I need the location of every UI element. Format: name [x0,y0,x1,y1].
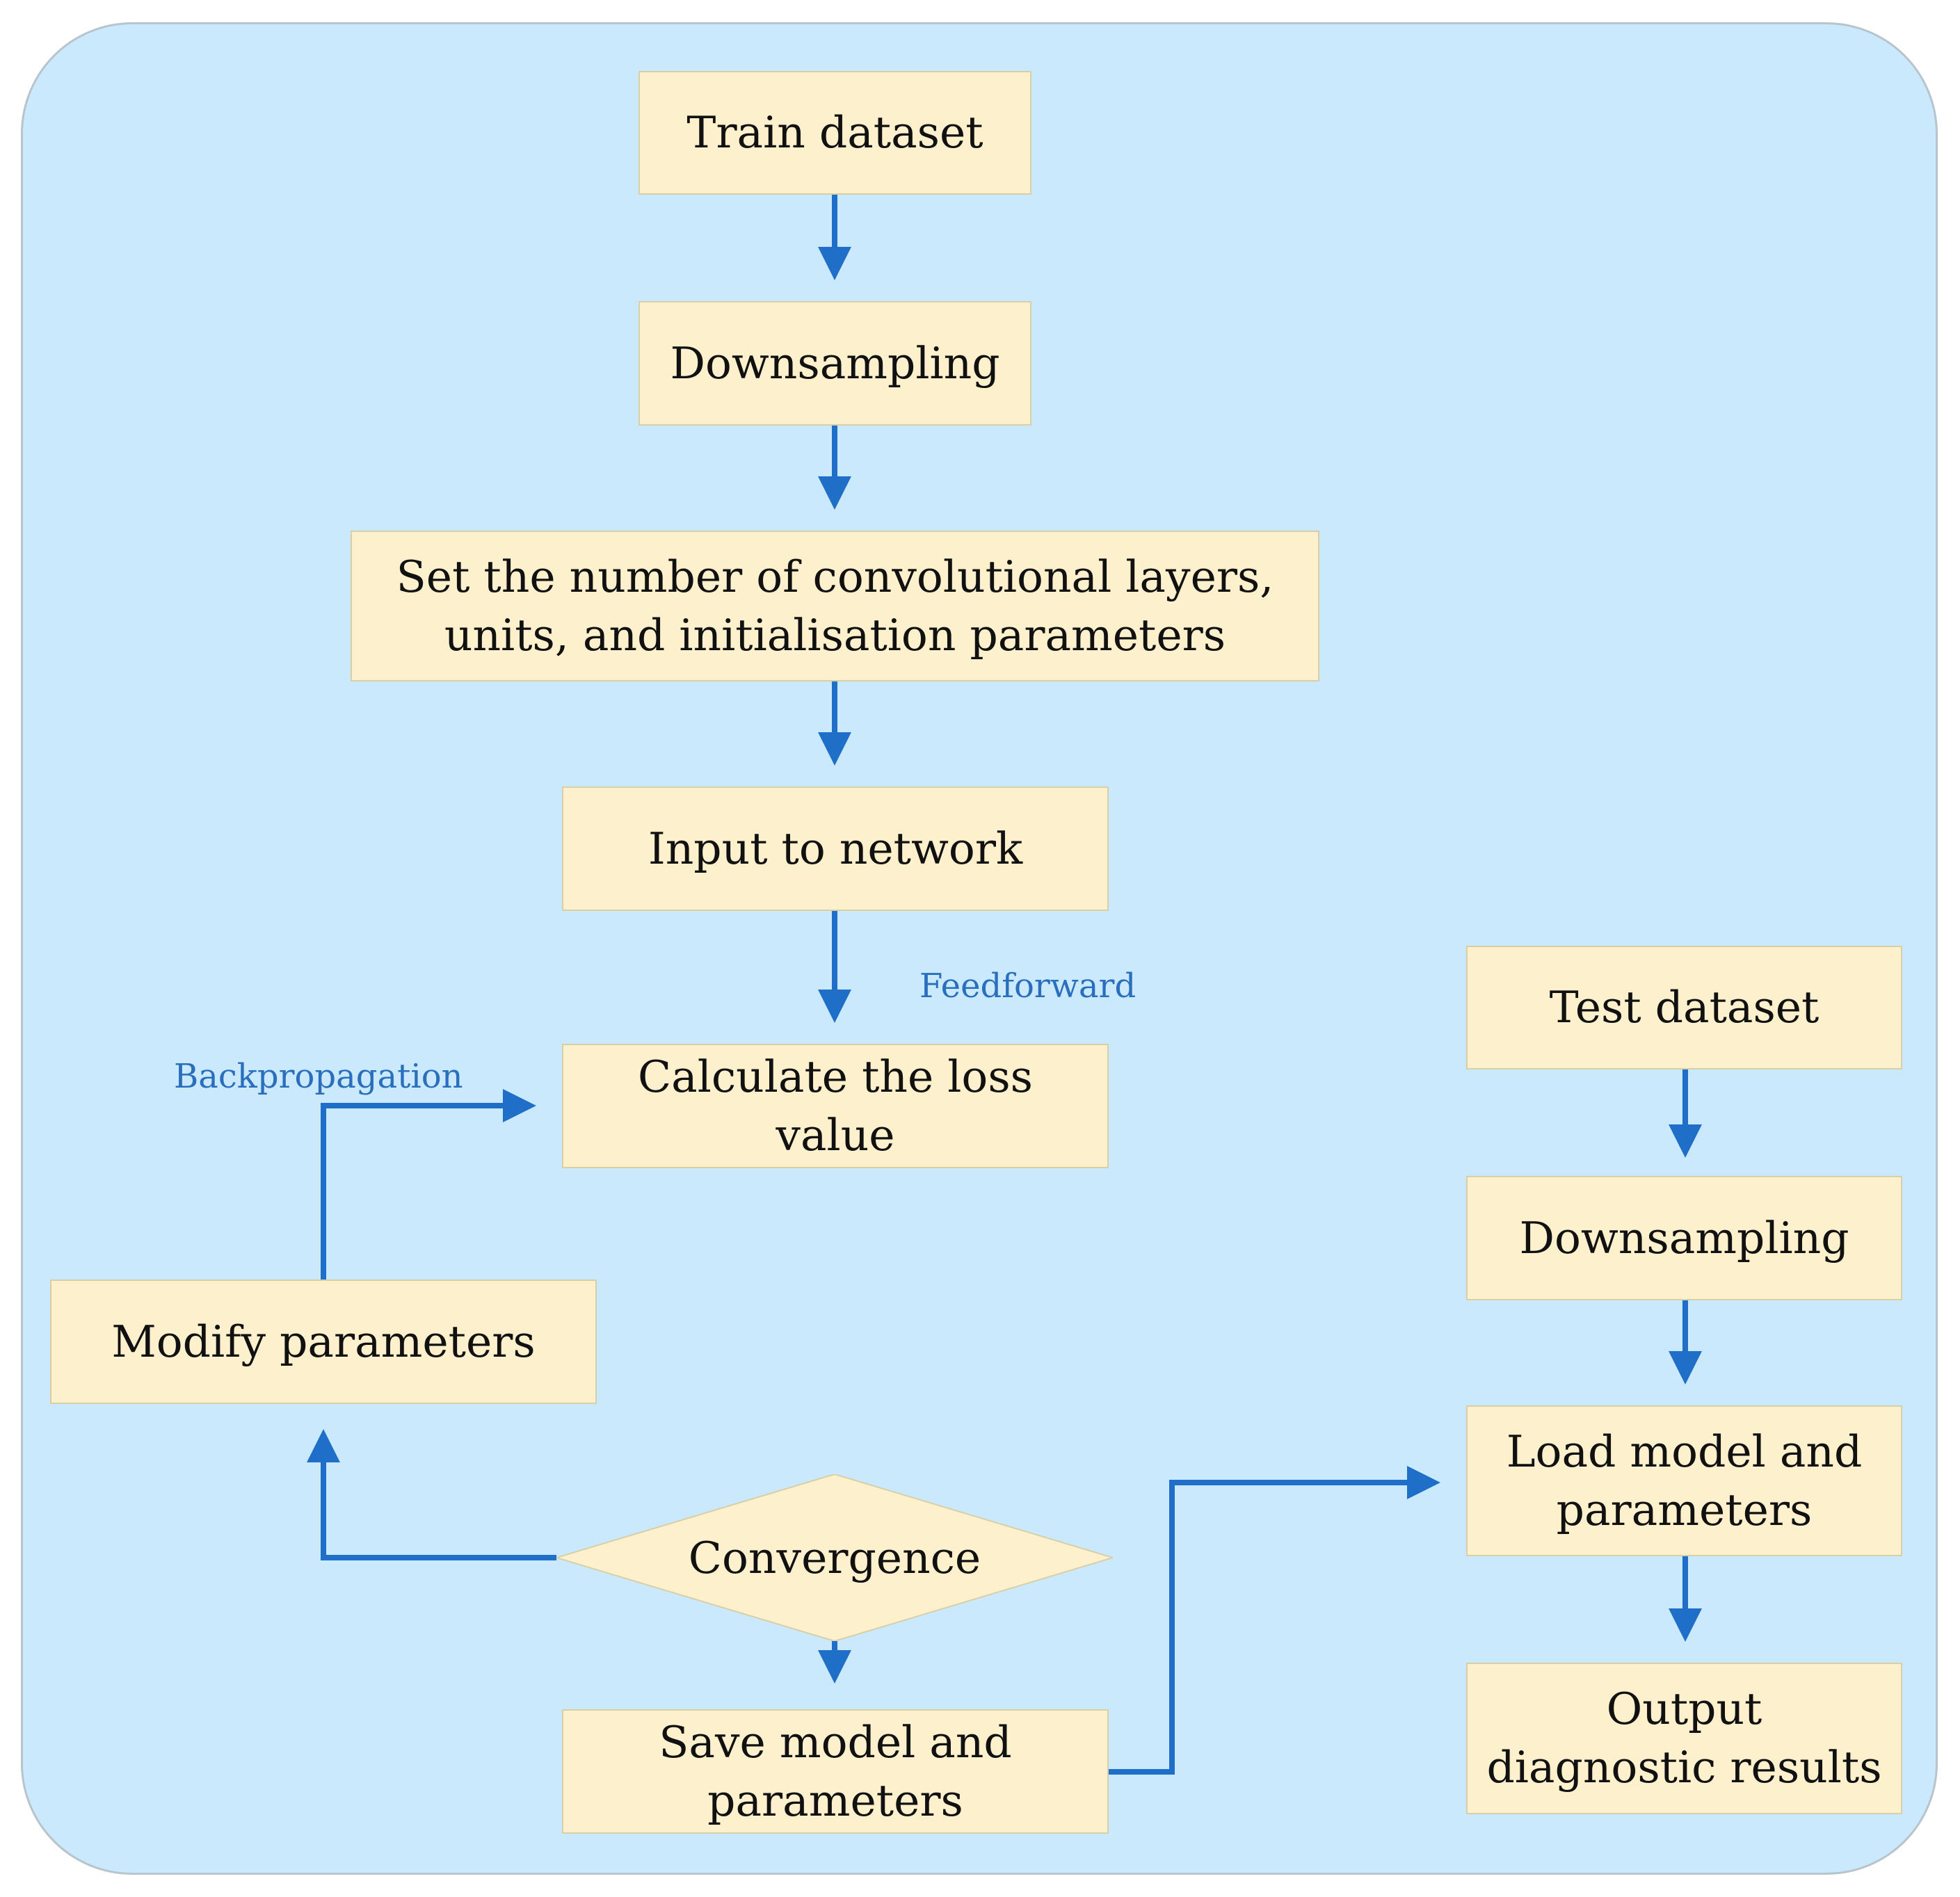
test-dataset-label: Test dataset [1549,982,1820,1033]
load-model-line-1: Load model and [1506,1426,1863,1477]
calc-loss-line-2: value [776,1109,895,1161]
load-model-box: Load model and parameters [1466,1405,1902,1556]
edge-convergence-to-modify [307,1429,556,1560]
downsampling-right-label: Downsampling [1519,1212,1849,1264]
convergence-label: Convergence [688,1532,981,1583]
output-results-line-1: Output [1606,1684,1762,1735]
convergence-diamond [556,1474,1113,1641]
set-layers-box: Set the number of convolutional layers, … [351,531,1319,681]
modify-params-box: Modify parameters [50,1280,597,1404]
output-results-line-2: diagnostic results [1486,1742,1882,1793]
downsampling-left-label: Downsampling [670,337,1000,389]
downsampling-left-box: Downsampling [638,301,1031,426]
save-model-line-2: parameters [707,1775,963,1826]
feedforward-label: Feedforward [919,967,1136,1006]
save-model-box: Save model and parameters [562,1709,1109,1834]
set-layers-line-2: units, and initialisation parameters [444,609,1226,661]
output-results-box: Output diagnostic results [1466,1663,1902,1814]
calc-loss-box: Calculate the loss value [562,1044,1109,1168]
calc-loss-line-1: Calculate the loss [637,1051,1034,1102]
input-network-label: Input to network [648,823,1023,874]
downsampling-right-box: Downsampling [1466,1176,1902,1300]
set-layers-line-1: Set the number of convolutional layers, [396,551,1274,602]
load-model-line-2: parameters [1556,1484,1813,1535]
input-network-box: Input to network [562,786,1109,911]
test-dataset-box: Test dataset [1466,946,1902,1069]
backpropagation-label: Backpropagation [174,1057,463,1096]
convergence-label-wrap: Convergence [556,1474,1113,1641]
modify-params-label: Modify parameters [111,1316,536,1367]
edge-modify-to-calc-loss [321,1089,536,1280]
train-dataset-box: Train dataset [638,71,1031,195]
edge-save-to-load [1108,1466,1440,1775]
train-dataset-label: Train dataset [686,107,983,159]
save-model-line-1: Save model and [659,1716,1012,1768]
